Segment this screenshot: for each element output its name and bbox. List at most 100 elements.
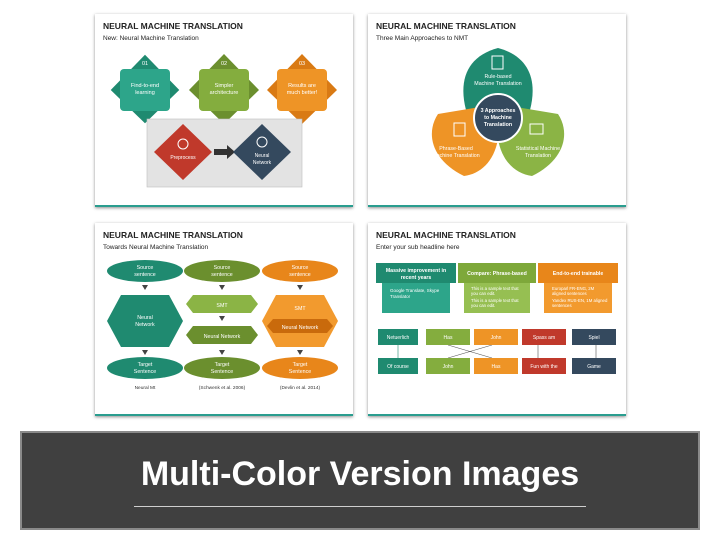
arrow-down-icon xyxy=(297,350,303,355)
chart-icon xyxy=(529,123,544,135)
svg-text:aligned sentences: aligned sentences xyxy=(552,291,587,296)
clipboard-icon xyxy=(453,122,466,137)
svg-text:you can edit.: you can edit. xyxy=(471,291,495,296)
svg-text:Target: Target xyxy=(293,362,308,368)
svg-text:Neural: Neural xyxy=(137,315,153,321)
svg-text:Sentence: Sentence xyxy=(289,369,311,375)
banner-title: Multi-Color Version Images xyxy=(140,455,580,493)
arrow-down-icon xyxy=(219,350,225,355)
svg-text:Source: Source xyxy=(292,265,309,271)
svg-text:Network: Network xyxy=(135,322,155,328)
svg-text:sentence: sentence xyxy=(211,272,233,278)
svg-text:02: 02 xyxy=(221,61,227,67)
slide-title: NEURAL MACHINE TRANSLATION xyxy=(376,230,516,240)
svg-text:recent years: recent years xyxy=(401,275,432,281)
svg-text:Of course: Of course xyxy=(387,364,409,370)
slide-thumbnail-4[interactable]: NEURAL MACHINE TRANSLATION Enter your su… xyxy=(368,223,626,416)
alignment-lines xyxy=(397,344,597,359)
svg-text:Netuerlich: Netuerlich xyxy=(387,335,410,341)
svg-text:much better!: much better! xyxy=(287,90,318,96)
svg-text:Sentence: Sentence xyxy=(211,369,233,375)
svg-text:Has: Has xyxy=(492,364,501,370)
svg-text:Source: Source xyxy=(137,265,154,271)
slide-title: NEURAL MACHINE TRANSLATION xyxy=(103,21,243,31)
svg-text:Translation: Translation xyxy=(484,122,512,128)
svg-text:3 Approaches: 3 Approaches xyxy=(481,108,516,114)
svg-text:Game: Game xyxy=(587,364,601,370)
svg-text:Machine Translation: Machine Translation xyxy=(474,81,521,87)
svg-text:learning: learning xyxy=(135,90,155,96)
svg-text:Rule-based: Rule-based xyxy=(484,74,511,80)
svg-text:Yandex RUS-EN, 1M aligned: Yandex RUS-EN, 1M aligned xyxy=(552,298,608,303)
svg-text:Sentence: Sentence xyxy=(134,369,156,375)
slide-title: NEURAL MACHINE TRANSLATION xyxy=(376,21,516,31)
svg-text:This is a sample text that: This is a sample text that xyxy=(471,286,519,291)
svg-text:Preprocess: Preprocess xyxy=(170,155,196,161)
svg-text:Network: Network xyxy=(253,160,272,166)
svg-text:Europarl FR-ENG, 2M: Europarl FR-ENG, 2M xyxy=(552,286,595,291)
svg-text:Spiel: Spiel xyxy=(588,335,599,341)
slide-thumbnail-3[interactable]: NEURAL MACHINE TRANSLATION Towards Neura… xyxy=(95,223,353,416)
diamond-01: 01 Find-to-end learning xyxy=(109,53,181,125)
svg-text:03: 03 xyxy=(299,61,305,67)
svg-text:Massive improvement in: Massive improvement in xyxy=(386,268,446,274)
network-icon xyxy=(256,136,268,148)
svg-text:Phrase-Based: Phrase-Based xyxy=(439,146,473,152)
svg-text:you can edit.: you can edit. xyxy=(471,303,495,308)
svg-text:Neural: Neural xyxy=(255,153,270,159)
slide-subtitle: New: Neural Machine Translation xyxy=(103,35,199,42)
svg-text:Fun with the: Fun with the xyxy=(530,364,557,370)
svg-text:Translation: Translation xyxy=(525,153,551,159)
slide-2-canvas: NEURAL MACHINE TRANSLATION Three Main Ap… xyxy=(376,21,565,176)
svg-text:Simpler: Simpler xyxy=(215,83,234,89)
svg-text:End-to-end trainable: End-to-end trainable xyxy=(553,271,604,277)
banner-divider xyxy=(134,506,586,507)
svg-text:(Devlin et al. 2014): (Devlin et al. 2014) xyxy=(280,385,321,391)
svg-text:Translator: Translator xyxy=(390,294,411,299)
slide-3-canvas: NEURAL MACHINE TRANSLATION Towards Neura… xyxy=(103,230,338,391)
svg-text:Machine Translation: Machine Translation xyxy=(432,153,479,159)
gear-icon xyxy=(177,138,189,150)
arrow-down-icon xyxy=(219,316,225,321)
svg-text:Results are: Results are xyxy=(288,83,316,89)
arrow-down-icon xyxy=(219,285,225,290)
slide-subtitle: Towards Neural Machine Translation xyxy=(103,244,209,251)
process-panel: Preprocess Neural Network xyxy=(146,118,303,188)
diamond-03: 03 Results are much better! xyxy=(267,54,337,124)
svg-text:architecture: architecture xyxy=(210,90,239,96)
slide-subtitle: Enter your sub headline here xyxy=(376,244,460,251)
svg-text:Neural Mt: Neural Mt xyxy=(135,385,156,391)
slide-4-canvas: NEURAL MACHINE TRANSLATION Enter your su… xyxy=(376,230,618,374)
slide-thumbnail-2[interactable]: NEURAL MACHINE TRANSLATION Three Main Ap… xyxy=(368,14,626,207)
svg-text:Source: Source xyxy=(214,265,231,271)
svg-text:Target: Target xyxy=(215,362,230,368)
svg-text:John: John xyxy=(491,335,502,341)
svg-text:SMT: SMT xyxy=(294,306,306,312)
svg-text:Find-to-end: Find-to-end xyxy=(131,83,159,89)
svg-text:(Schwenk et al. 2006): (Schwenk et al. 2006) xyxy=(199,385,246,391)
slide-title: NEURAL MACHINE TRANSLATION xyxy=(103,230,243,240)
svg-text:John: John xyxy=(443,364,454,370)
arrow-down-icon xyxy=(142,285,148,290)
arrow-right-icon xyxy=(214,145,235,159)
diamond-02: 02 Simpler architecture xyxy=(189,54,259,124)
arrow-down-icon xyxy=(142,350,148,355)
center-circle xyxy=(473,93,523,143)
svg-text:SMT: SMT xyxy=(216,303,228,309)
slide-1-canvas: NEURAL MACHINE TRANSLATION New: Neural M… xyxy=(103,21,337,188)
svg-text:to Machine: to Machine xyxy=(484,115,512,121)
svg-text:01: 01 xyxy=(142,61,148,67)
svg-text:sentence: sentence xyxy=(134,272,156,278)
svg-text:Compare: Phrase-based: Compare: Phrase-based xyxy=(467,271,527,277)
slide-subtitle: Three Main Approaches to NMT xyxy=(376,35,468,42)
svg-text:Spass am: Spass am xyxy=(533,335,555,341)
svg-text:Google Translate, Skype: Google Translate, Skype xyxy=(390,288,440,293)
slide-thumbnail-1[interactable]: NEURAL MACHINE TRANSLATION New: Neural M… xyxy=(95,14,353,207)
document-icon xyxy=(491,55,504,70)
svg-text:sentence: sentence xyxy=(289,272,311,278)
svg-text:Target: Target xyxy=(138,362,153,368)
svg-text:Statistical Machine: Statistical Machine xyxy=(516,146,560,152)
svg-text:sentences: sentences xyxy=(552,303,572,308)
svg-text:This is a sample text that: This is a sample text that xyxy=(471,298,519,303)
